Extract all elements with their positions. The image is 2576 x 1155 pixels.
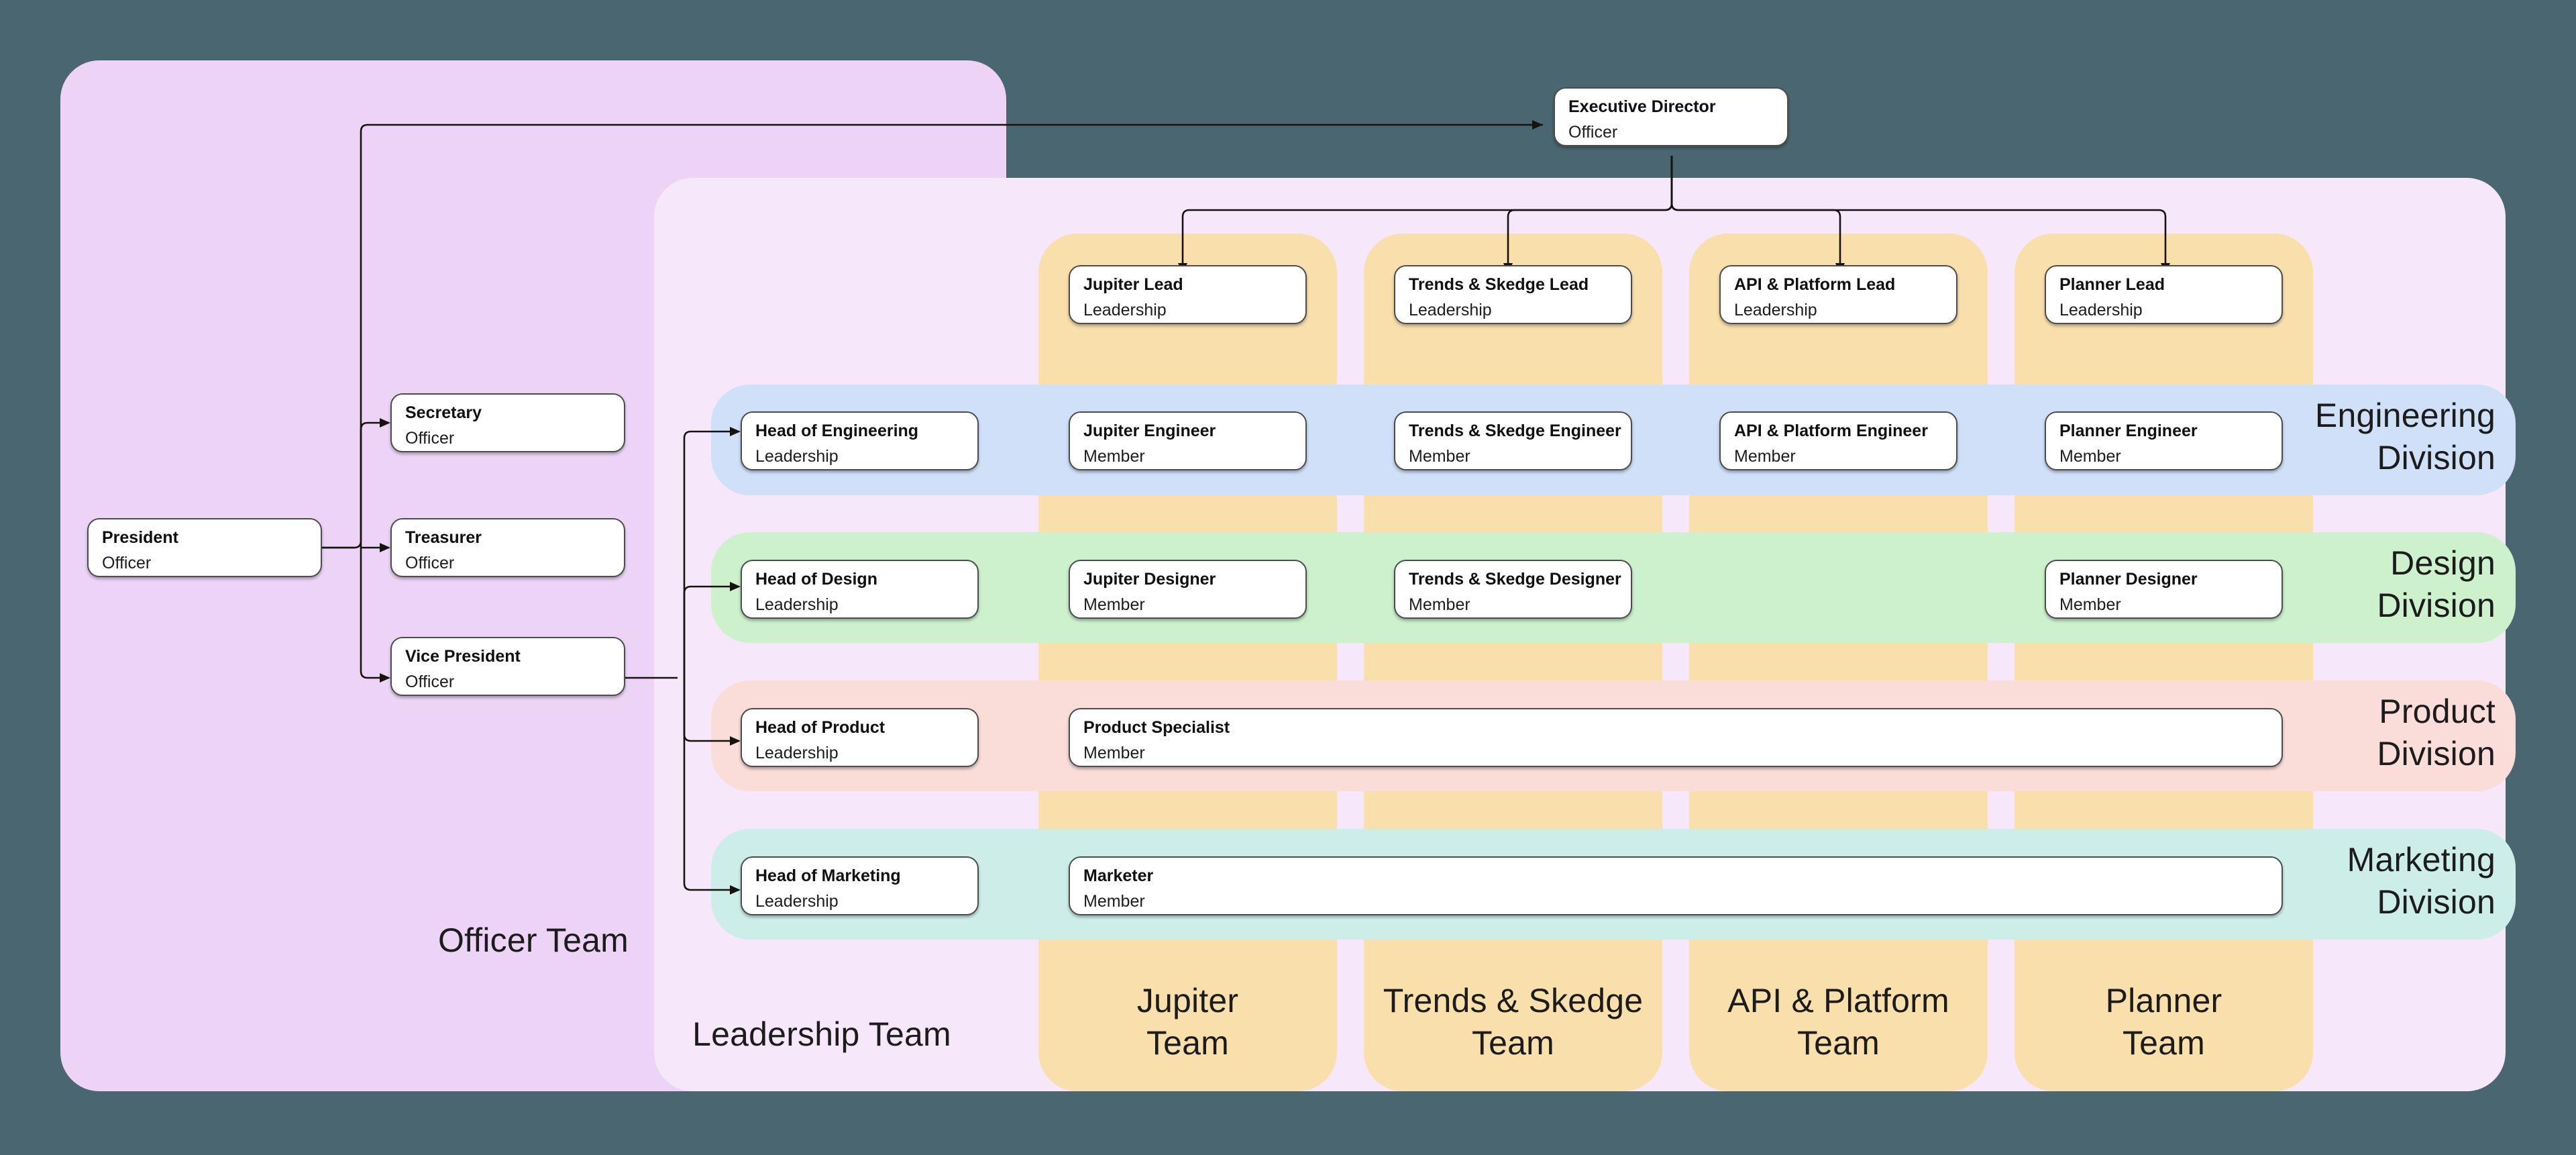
node-title: Treasurer [405, 528, 482, 547]
node-title: API & Platform Lead [1734, 275, 1896, 294]
node-trends-lead[interactable]: Trends & Skedge Lead Leadership [1394, 265, 1632, 324]
caption-team-jupiter: Jupiter Team [1136, 982, 1239, 1062]
node-executive-director[interactable]: Executive Director Officer [1554, 87, 1788, 146]
node-secretary[interactable]: Secretary Officer [390, 393, 625, 452]
node-role: Leadership [1083, 301, 1167, 319]
node-title: Planner Lead [2059, 275, 2165, 294]
node-role: Leadership [1734, 301, 1817, 319]
node-title: API & Platform Engineer [1734, 421, 1928, 440]
caption-team-api: API & Platform Team [1727, 982, 1949, 1062]
node-title: Trends & Skedge Engineer [1409, 421, 1621, 440]
node-api-lead[interactable]: API & Platform Lead Leadership [1719, 265, 1957, 324]
node-title: Executive Director [1568, 97, 1716, 116]
caption-division-marketing: Marketing Division [2347, 841, 2496, 921]
node-planner-designer[interactable]: Planner Designer Member [2045, 560, 2283, 619]
caption-team-planner: Planner Team [2105, 982, 2222, 1062]
node-role: Member [1409, 595, 1470, 614]
node-role: Officer [405, 554, 455, 572]
caption-division-engineering: Engineering Division [2314, 397, 2496, 476]
node-head-marketing[interactable]: Head of Marketing Leadership [741, 856, 979, 915]
node-president[interactable]: President Officer [87, 518, 322, 577]
node-title: Marketer [1083, 866, 1154, 885]
node-role: Member [1083, 447, 1145, 466]
node-role: Member [1083, 892, 1145, 911]
node-trends-designer[interactable]: Trends & Skedge Designer Member [1394, 560, 1632, 619]
node-jupiter-designer[interactable]: Jupiter Designer Member [1069, 560, 1307, 619]
node-role: Member [2059, 595, 2121, 614]
node-role: Leadership [755, 595, 839, 614]
node-title: Vice President [405, 647, 521, 666]
node-role: Member [1734, 447, 1796, 466]
node-head-engineering[interactable]: Head of Engineering Leadership [741, 411, 979, 470]
node-title: Planner Designer [2059, 570, 2198, 589]
node-head-design[interactable]: Head of Design Leadership [741, 560, 979, 619]
node-title: Head of Marketing [755, 866, 901, 885]
node-title: Jupiter Designer [1083, 570, 1216, 589]
node-planner-lead[interactable]: Planner Lead Leadership [2045, 265, 2283, 324]
node-vice-president[interactable]: Vice President Officer [390, 637, 625, 696]
group-team-trends [1364, 234, 1662, 1091]
node-product-specialist[interactable]: Product Specialist Member [1069, 708, 2283, 767]
node-role: Officer [1568, 123, 1618, 142]
node-role: Leadership [755, 892, 839, 911]
node-role: Leadership [2059, 301, 2143, 319]
node-role: Member [1409, 447, 1470, 466]
node-role: Officer [405, 429, 455, 448]
node-jupiter-engineer[interactable]: Jupiter Engineer Member [1069, 411, 1307, 470]
caption-division-design: Design Division [2377, 544, 2496, 624]
node-title: Trends & Skedge Lead [1409, 275, 1589, 294]
node-role: Leadership [755, 744, 839, 762]
node-role: Officer [405, 672, 455, 691]
caption-team-trends: Trends & Skedge Team [1383, 982, 1644, 1062]
arrowhead-executive-director [1532, 120, 1543, 130]
node-role: Leadership [755, 447, 839, 466]
node-title: Secretary [405, 403, 482, 422]
node-treasurer[interactable]: Treasurer Officer [390, 518, 625, 577]
node-title: Product Specialist [1083, 718, 1230, 737]
node-head-product[interactable]: Head of Product Leadership [741, 708, 979, 767]
group-team-jupiter [1038, 234, 1337, 1091]
caption-leadership-team: Leadership Team [692, 1015, 951, 1053]
node-trends-engineer[interactable]: Trends & Skedge Engineer Member [1394, 411, 1632, 470]
node-jupiter-lead[interactable]: Jupiter Lead Leadership [1069, 265, 1307, 324]
node-title: Jupiter Lead [1083, 275, 1183, 294]
node-role: Leadership [1409, 301, 1492, 319]
node-title: Trends & Skedge Designer [1409, 570, 1621, 589]
node-planner-engineer[interactable]: Planner Engineer Member [2045, 411, 2283, 470]
node-title: Jupiter Engineer [1083, 421, 1216, 440]
node-api-engineer[interactable]: API & Platform Engineer Member [1719, 411, 1957, 470]
node-role: Member [1083, 744, 1145, 762]
node-marketer[interactable]: Marketer Member [1069, 856, 2283, 915]
node-role: Member [2059, 447, 2121, 466]
node-role: Member [1083, 595, 1145, 614]
node-title: President [102, 528, 178, 547]
node-title: Planner Engineer [2059, 421, 2198, 440]
group-team-planner [2015, 234, 2313, 1091]
group-team-api [1689, 234, 1988, 1091]
node-title: Head of Engineering [755, 421, 919, 440]
node-role: Officer [102, 554, 152, 572]
caption-division-product: Product Division [2377, 693, 2496, 772]
node-title: Head of Product [755, 718, 885, 737]
caption-officer-team: Officer Team [438, 921, 629, 959]
node-title: Head of Design [755, 570, 877, 589]
